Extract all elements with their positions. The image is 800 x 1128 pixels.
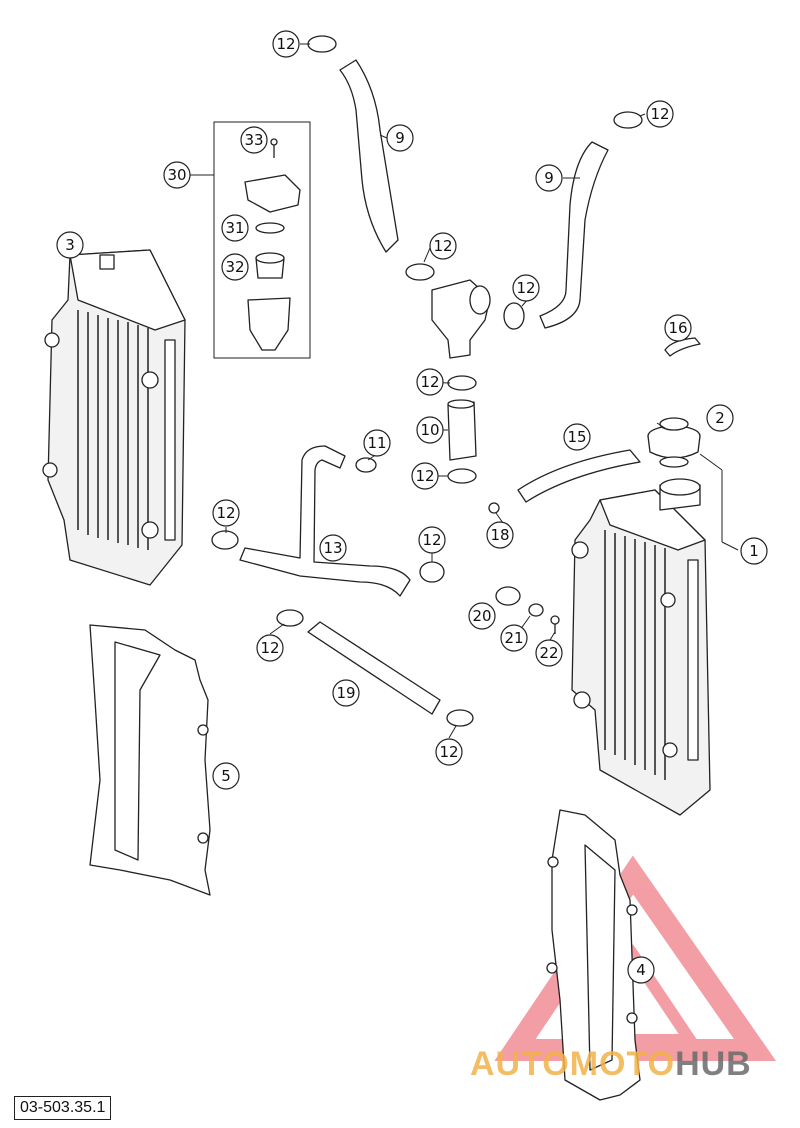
svg-text:9: 9 xyxy=(395,129,405,147)
callout-21: 21 xyxy=(500,624,528,652)
callout-5: 5 xyxy=(212,762,240,790)
watermark-text-part1: AUTOMOTO xyxy=(470,1045,676,1083)
callout-12: 12 xyxy=(411,462,439,490)
callout-12: 12 xyxy=(416,368,444,396)
callout-30: 30 xyxy=(163,161,191,189)
svg-text:16: 16 xyxy=(668,319,687,337)
svg-text:10: 10 xyxy=(420,421,439,439)
callout-12: 12 xyxy=(512,274,540,302)
svg-text:32: 32 xyxy=(225,258,244,276)
svg-text:20: 20 xyxy=(472,607,491,625)
svg-text:12: 12 xyxy=(650,105,669,123)
svg-text:12: 12 xyxy=(260,639,279,657)
callout-12: 12 xyxy=(256,634,284,662)
callout-15: 15 xyxy=(563,423,591,451)
callout-12: 12 xyxy=(429,232,457,260)
callout-2: 2 xyxy=(706,404,734,432)
svg-text:4: 4 xyxy=(636,961,646,979)
svg-text:12: 12 xyxy=(420,373,439,391)
svg-text:12: 12 xyxy=(516,279,535,297)
svg-text:21: 21 xyxy=(504,629,523,647)
svg-text:13: 13 xyxy=(323,539,342,557)
svg-text:12: 12 xyxy=(422,531,441,549)
callout-20: 20 xyxy=(468,602,496,630)
radiator-left xyxy=(42,249,186,586)
svg-text:30: 30 xyxy=(167,166,186,184)
svg-text:1: 1 xyxy=(749,542,759,560)
svg-text:12: 12 xyxy=(439,743,458,761)
callout-9: 9 xyxy=(386,124,414,152)
callout-33: 33 xyxy=(240,126,268,154)
svg-text:9: 9 xyxy=(544,169,554,187)
hose-9-upper-right xyxy=(539,141,609,329)
hose-clamps xyxy=(211,35,643,727)
callout-12: 12 xyxy=(272,30,300,58)
callout-10: 10 xyxy=(416,416,444,444)
radiator-right xyxy=(571,478,711,816)
svg-text:31: 31 xyxy=(225,219,244,237)
callout-3: 3 xyxy=(56,231,84,259)
svg-text:5: 5 xyxy=(221,767,231,785)
callout-12: 12 xyxy=(646,100,674,128)
svg-text:19: 19 xyxy=(336,684,355,702)
svg-text:33: 33 xyxy=(244,131,263,149)
callout-13: 13 xyxy=(319,534,347,562)
thermostat-group xyxy=(190,121,311,359)
svg-text:11: 11 xyxy=(367,434,386,452)
svg-text:15: 15 xyxy=(567,428,586,446)
svg-text:12: 12 xyxy=(216,504,235,522)
callout-12: 12 xyxy=(435,738,463,766)
callout-16: 16 xyxy=(664,314,692,342)
callout-31: 31 xyxy=(221,214,249,242)
hose-19 xyxy=(307,621,441,715)
svg-text:12: 12 xyxy=(415,467,434,485)
water-pump-cover xyxy=(431,279,491,359)
svg-text:18: 18 xyxy=(490,526,509,544)
watermark-text: AUTOMOTOHUB xyxy=(470,1045,752,1084)
svg-text:3: 3 xyxy=(65,236,75,254)
radiator-cap xyxy=(647,417,701,468)
radiator-shroud-right xyxy=(546,809,641,1101)
callout-18: 18 xyxy=(486,521,514,549)
drawing-number: 03-503.35.1 xyxy=(14,1096,112,1120)
watermark-text-part2: HUB xyxy=(675,1045,752,1083)
small-parts xyxy=(488,337,701,634)
callout-22: 22 xyxy=(535,639,563,667)
callout-12: 12 xyxy=(418,526,446,554)
hose-9-upper-left xyxy=(339,59,399,253)
callout-12: 12 xyxy=(212,499,240,527)
callout-1: 1 xyxy=(740,537,768,565)
hose-10 xyxy=(447,399,477,461)
svg-text:12: 12 xyxy=(433,237,452,255)
callout-11: 11 xyxy=(363,429,391,457)
svg-text:2: 2 xyxy=(715,409,725,427)
hose-15 xyxy=(517,449,641,503)
svg-text:12: 12 xyxy=(276,35,295,53)
callout-9: 9 xyxy=(535,164,563,192)
hose-13 xyxy=(239,445,411,597)
svg-text:22: 22 xyxy=(539,644,558,662)
radiator-shroud-left xyxy=(89,624,211,896)
callout-32: 32 xyxy=(221,253,249,281)
callout-labels: 12 9 12 9 33 30 31 32 3 12 12 16 12 10 1… xyxy=(56,30,768,984)
callout-19: 19 xyxy=(332,679,360,707)
callout-4: 4 xyxy=(627,956,655,984)
